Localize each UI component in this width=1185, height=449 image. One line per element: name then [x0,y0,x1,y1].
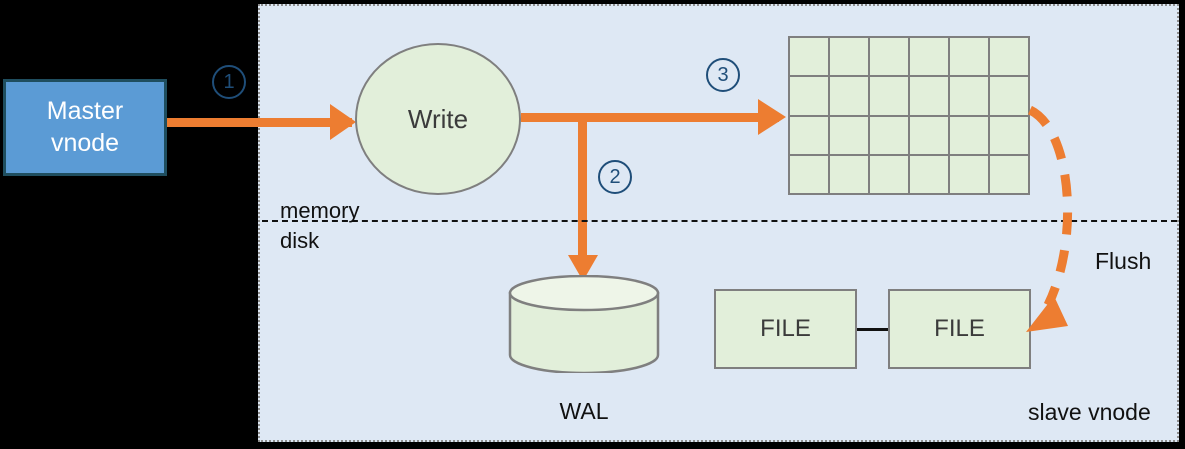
file-link-connector [857,328,889,331]
memtable-cell [870,77,908,115]
master-vnode-label-line1: Master [46,97,124,126]
write-node-label: Write [407,103,469,134]
memtable-cell [830,77,868,115]
arrow-write-to-memtable-head-icon [758,99,786,135]
wal-label: WAL [559,398,609,424]
file-box-2-label: FILE [934,315,985,342]
disk-label: disk [280,228,320,253]
memtable-cell [990,116,1028,154]
memtable-cell [870,38,908,76]
memtable-cell [910,77,948,115]
step-marker-1: 1 [212,65,246,99]
file-box-1[interactable]: FILE [714,289,857,369]
arrow-master-to-write-head-icon [330,104,356,140]
step-marker-3: 3 [706,58,740,92]
memtable-cell [950,155,988,193]
memory-label: memory [280,198,360,223]
step-marker-3-number: 3 [717,63,729,86]
step-marker-1-number: 1 [223,70,235,93]
memtable-cell [950,116,988,154]
flush-label: Flush [1095,248,1152,274]
flush-arrow-icon [1026,105,1073,332]
arrow-write-to-memtable-shaft [521,113,779,122]
memtable-cell [910,38,948,76]
memtable-cell [870,116,908,154]
file-box-1-label: FILE [760,315,811,342]
memtable-cell [910,155,948,193]
memory-disk-divider [262,220,1177,222]
wal-cylinder-icon [508,275,660,373]
write-node[interactable]: Write [355,43,521,195]
memtable-cell [830,38,868,76]
memtable-cell [990,155,1028,193]
memtable-cell [950,38,988,76]
memtable-cell [830,155,868,193]
arrow-master-to-write-shaft [167,118,352,127]
memtable-cell [990,77,1028,115]
memtable-cell [790,155,828,193]
arrow-write-to-wal-shaft [578,113,587,263]
step-marker-2-number: 2 [609,165,621,188]
memtable-cell [990,38,1028,76]
master-vnode-box[interactable]: Master vnode [3,79,167,176]
memtable-cell [790,38,828,76]
memtable-grid [788,36,1030,195]
memtable-cell [830,116,868,154]
memtable-cell [790,116,828,154]
memtable-cell [870,155,908,193]
memtable-cell [790,77,828,115]
memtable-cell [910,116,948,154]
slave-vnode-caption: slave vnode [1028,399,1151,425]
master-vnode-label-line2: vnode [50,128,120,157]
step-marker-2: 2 [598,160,632,194]
memtable-cell [950,77,988,115]
